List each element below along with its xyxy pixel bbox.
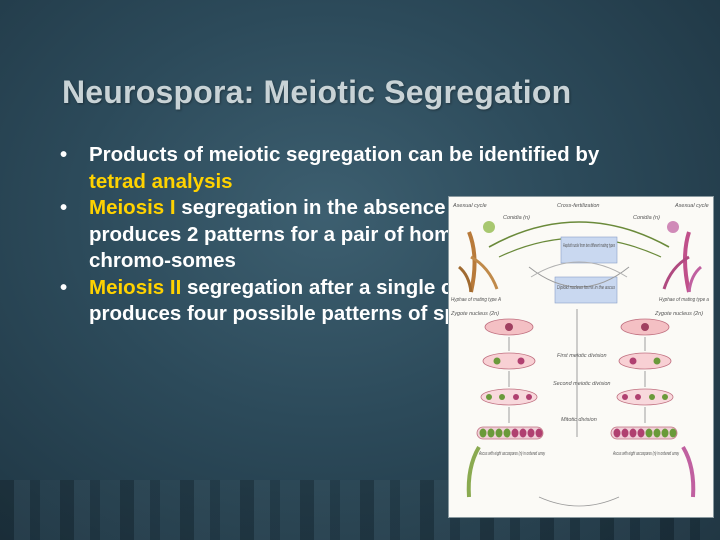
haploid-box bbox=[560, 236, 618, 264]
label-first-division: First meiotic division bbox=[557, 353, 607, 359]
slide-title: Neurospora: Meiotic Segregation bbox=[62, 74, 572, 110]
life-cycle-svg: Asexual cycle Asexual cycle Cross-fertil… bbox=[450, 203, 709, 507]
division-2-left bbox=[480, 388, 538, 406]
label-zygote-right: Zygote nucleus (2n) bbox=[654, 311, 703, 317]
bullet-dot-icon: • bbox=[60, 196, 68, 219]
label-mitotic-division: Mitotic division bbox=[561, 417, 597, 423]
bottom-hyphae-right bbox=[681, 445, 696, 498]
hyphae-right bbox=[683, 231, 691, 293]
label-asci-right: Ascus with eight ascospores (n) in order… bbox=[612, 451, 679, 457]
label-hyphae-left: Hyphae of mating type A bbox=[451, 297, 501, 303]
division-1-right bbox=[618, 352, 672, 370]
label-asci-left: Ascus with eight ascospores (n) in order… bbox=[478, 451, 545, 457]
bottom-hyphae-left bbox=[466, 445, 481, 498]
label-asexual-right: Asexual cycle bbox=[674, 203, 709, 209]
neurospora-life-cycle-diagram: Asexual cycle Asexual cycle Cross-fertil… bbox=[448, 196, 714, 518]
label-hyphae-right: Hyphae of mating type a bbox=[659, 297, 709, 303]
conidia-left-icon bbox=[483, 221, 495, 233]
highlight-term: tetrad analysis bbox=[89, 169, 233, 193]
highlight-term: Meiosis II bbox=[89, 275, 182, 299]
cross-fert-arrow bbox=[488, 221, 670, 248]
label-diploid: Diploid nucleus forms in the ascus bbox=[557, 285, 615, 291]
label-haploid: Haploid nuclei from two different mating… bbox=[563, 243, 615, 249]
label-cross-fert: Cross-fertilization bbox=[557, 203, 599, 209]
conidia-right-icon bbox=[667, 221, 679, 233]
bullet-item: • Products of meiotic segregation can be … bbox=[60, 142, 600, 195]
division-2-right bbox=[616, 388, 674, 406]
bullet-dot-icon: • bbox=[60, 143, 68, 166]
bullet-segment: Products of meiotic segregation can be i… bbox=[89, 143, 600, 166]
bullet-text: Products of meiotic segregation can be i… bbox=[89, 142, 600, 195]
bullet-dot-icon: • bbox=[60, 275, 68, 299]
label-second-division: Second meiotic division bbox=[553, 381, 610, 387]
label-conidia-left: Conidia (n) bbox=[503, 215, 530, 221]
division-1-left bbox=[482, 352, 536, 370]
label-conidia-right: Conidia (n) bbox=[633, 215, 660, 221]
label-zygote-left: Zygote nucleus (2n) bbox=[450, 311, 499, 317]
highlight-term: Meiosis I bbox=[89, 196, 176, 219]
label-asexual-left: Asexual cycle bbox=[452, 203, 487, 209]
